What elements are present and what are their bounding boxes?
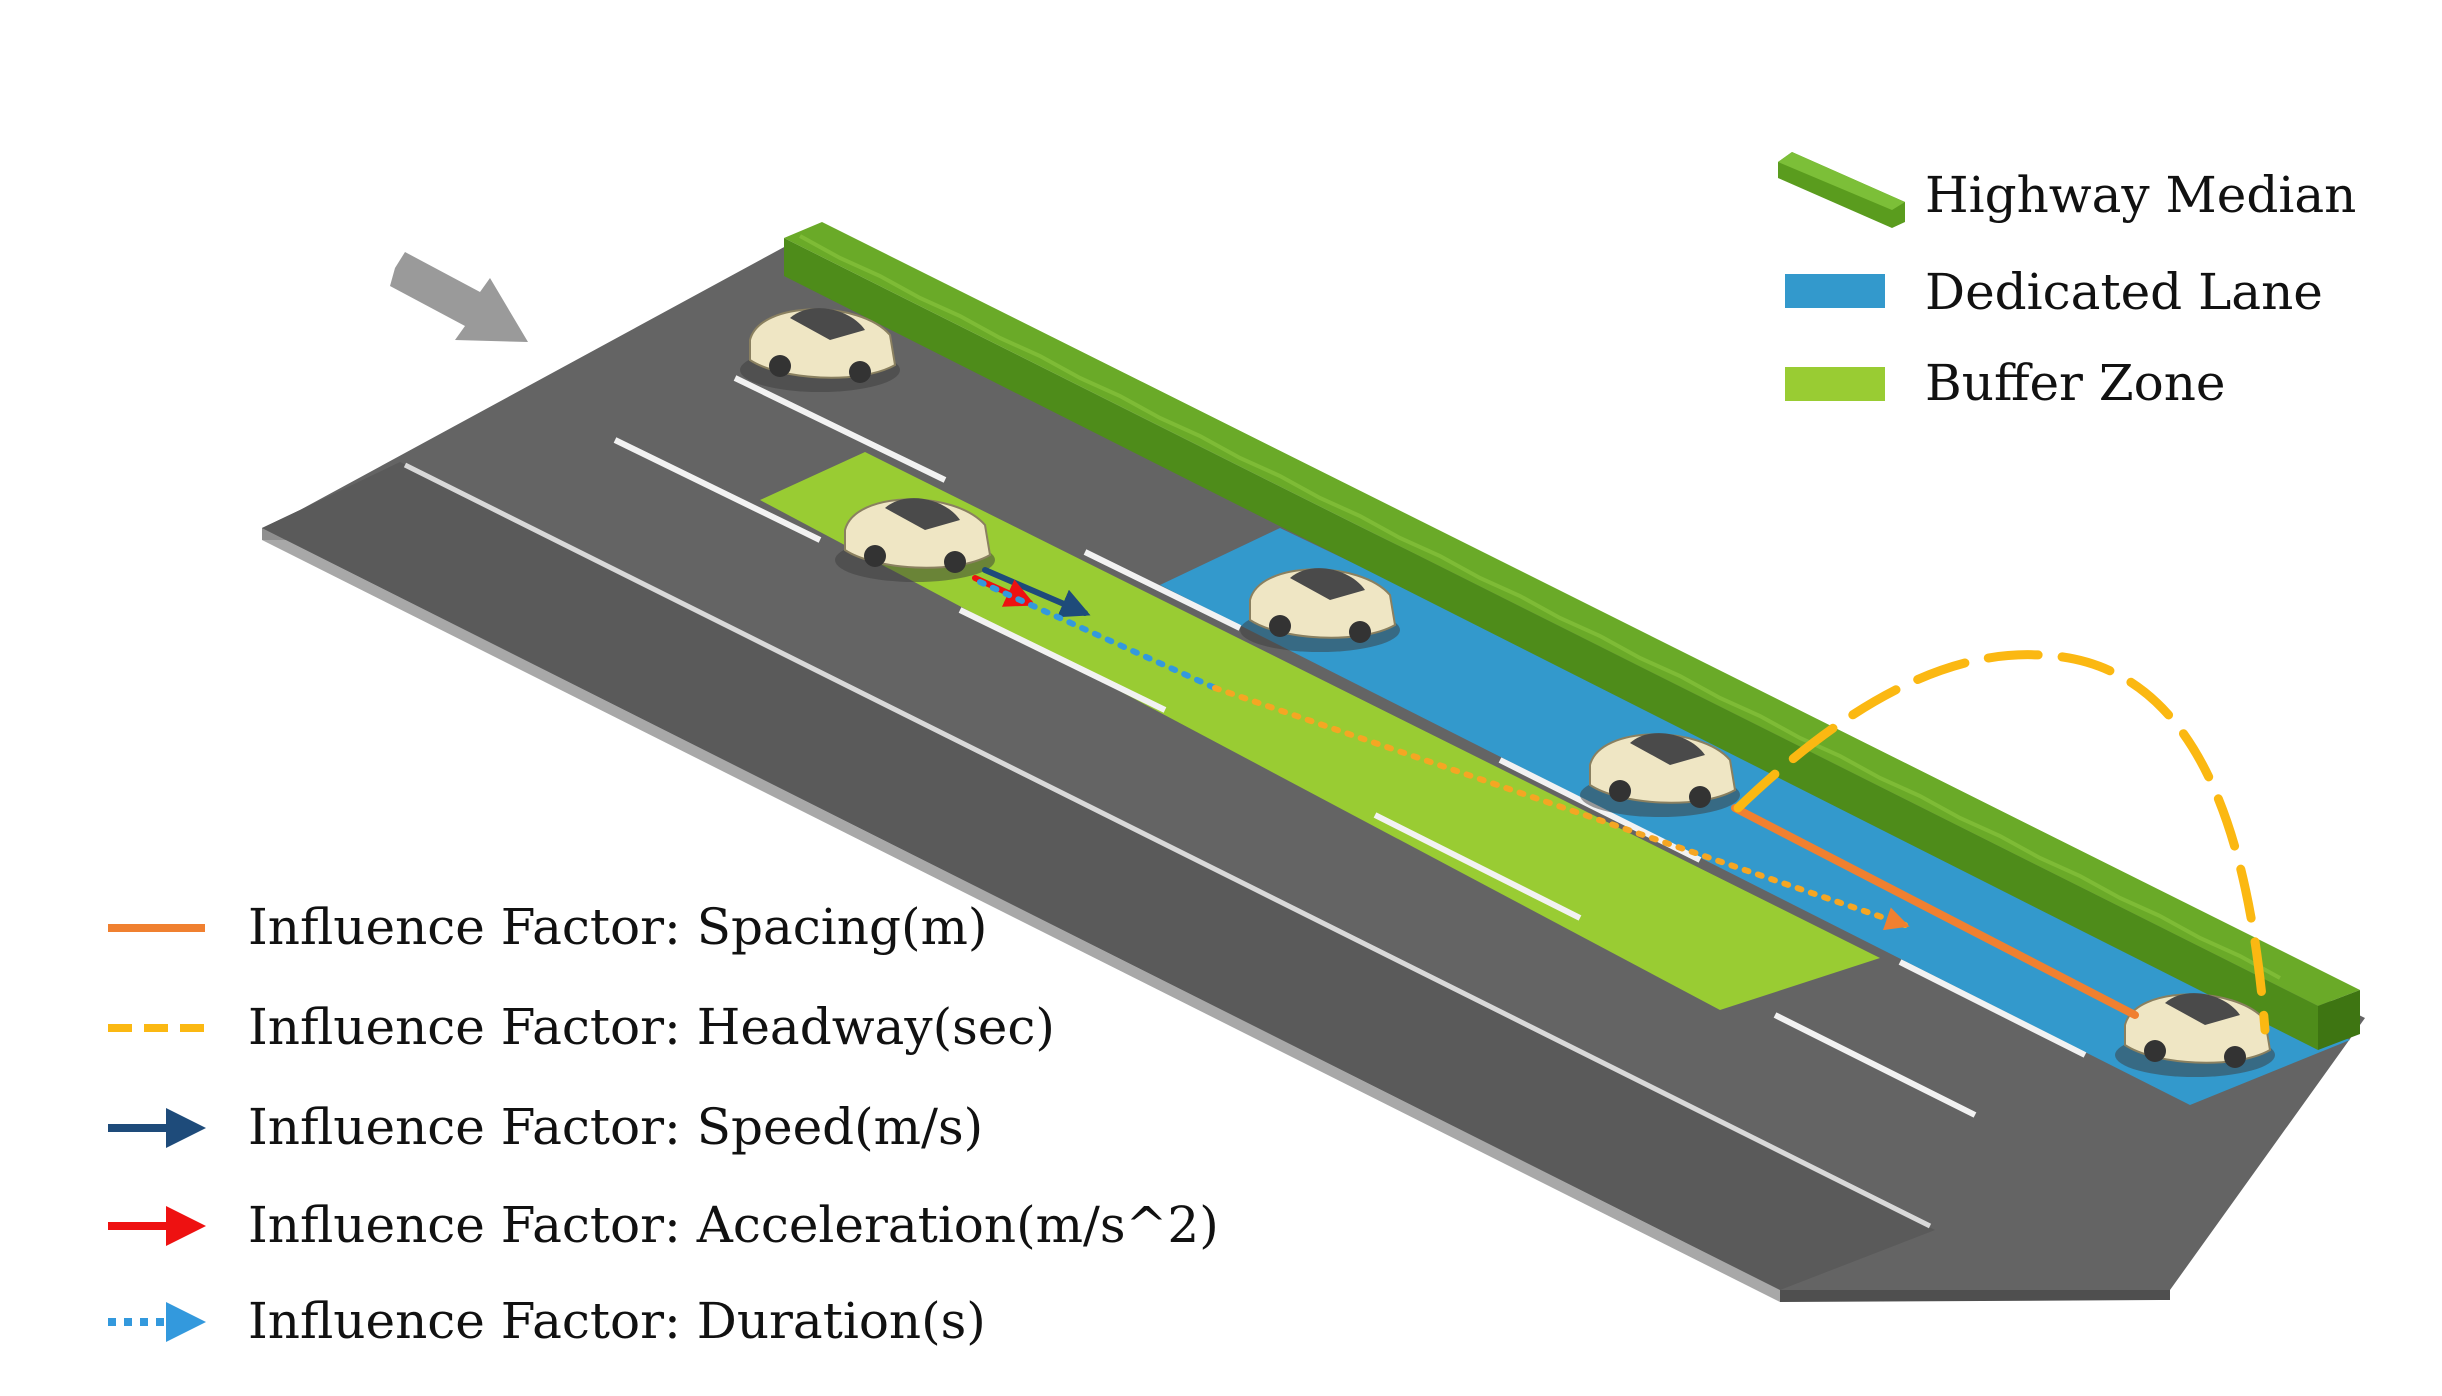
dedicated-swatch-icon [1785,274,1885,308]
median-texture [799,234,2281,980]
direction-arrow [390,252,528,342]
cars [740,308,2275,1077]
legend-duration-label: Influence Factor: Duration(s) [248,1292,986,1350]
car-1 [740,308,900,392]
duration-extension [1212,685,1910,931]
legend-duration-item: Influence Factor: Duration(s) [108,1292,986,1350]
road-outer-lane [262,462,1935,1290]
car-4 [1580,733,1740,817]
road-edge [1780,1290,2170,1302]
legend-spacing-item: Influence Factor: Spacing(m) [108,898,987,956]
legend-headway-item: Influence Factor: Headway(sec) [108,998,1055,1056]
legend-speed-label: Influence Factor: Speed(m/s) [248,1098,983,1156]
legend-bottom: Influence Factor: Spacing(m) Influence F… [108,898,1219,1350]
legend-acceleration-item: Influence Factor: Acceleration(m/s^2) [108,1196,1219,1254]
car-5 [2115,993,2275,1077]
spacing-line [1731,804,2139,1019]
median-end [2318,990,2360,1050]
legend-dedicated-label: Dedicated Lane [1925,263,2323,321]
legend-spacing-label: Influence Factor: Spacing(m) [248,898,987,956]
highway-median [784,222,2360,1050]
buffer-swatch-icon [1785,367,1885,401]
legend-median-item: Highway Median [1778,152,2356,228]
legend-buffer-item: Buffer Zone [1785,354,2226,412]
legend-headway-label: Influence Factor: Headway(sec) [248,998,1055,1056]
legend-buffer-label: Buffer Zone [1925,354,2226,412]
legend-median-label: Highway Median [1925,166,2356,224]
influence-marks [972,567,2270,1035]
median-top [784,222,2360,1006]
headway-arc [1733,650,2270,1035]
road-shoulder [262,528,1780,1302]
car-3 [1240,568,1400,652]
legend-speed-item: Influence Factor: Speed(m/s) [108,1098,983,1156]
car-2 [835,498,995,582]
legend-dedicated-item: Dedicated Lane [1785,263,2323,321]
duration-line [977,579,1218,691]
legend-top: Highway Median Dedicated Lane Buffer Zon… [1778,152,2356,412]
legend-acceleration-label: Influence Factor: Acceleration(m/s^2) [248,1196,1219,1254]
lane-markings [403,375,2087,1229]
median-side [784,238,2318,1050]
